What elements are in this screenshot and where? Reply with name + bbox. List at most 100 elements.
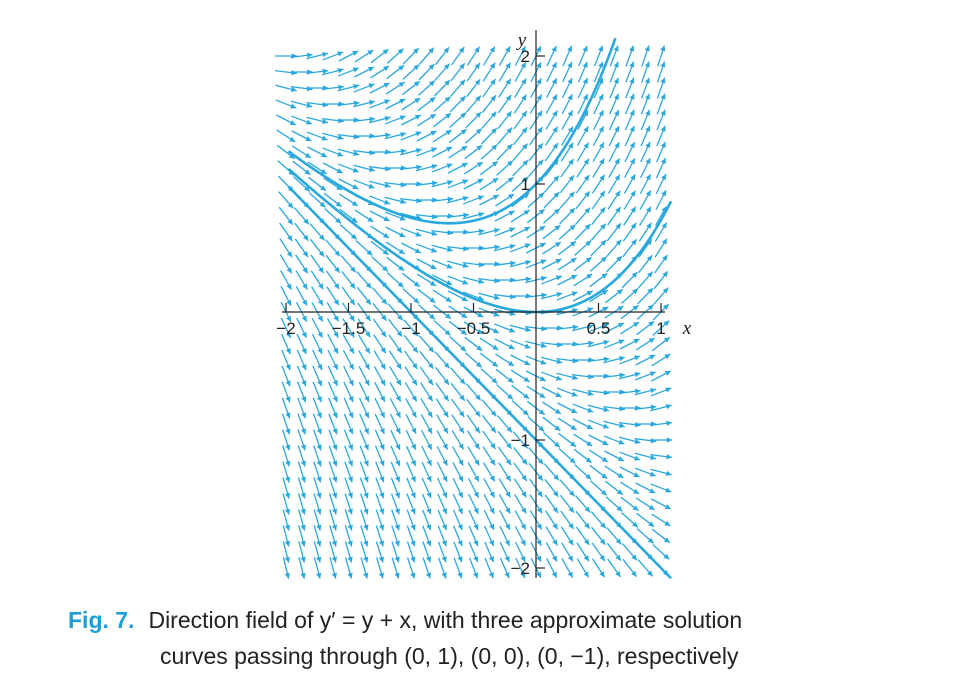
slope-arrow	[400, 147, 422, 156]
slope-arrow	[388, 318, 403, 338]
slope-arrow	[509, 259, 532, 268]
slope-arrow	[464, 128, 483, 144]
y-tick-label: 2	[521, 47, 530, 66]
slope-arrow	[437, 477, 448, 499]
slope-arrow	[370, 48, 389, 64]
slope-arrow	[650, 437, 672, 443]
slope-arrow	[514, 525, 527, 547]
slope-arrow	[578, 45, 588, 67]
slope-arrow	[344, 477, 353, 499]
slope-arrow	[275, 69, 297, 76]
slope-arrow	[295, 270, 308, 290]
slope-arrow	[655, 157, 667, 179]
slope-arrow	[391, 509, 400, 531]
slope-arrow	[313, 493, 322, 515]
slope-arrow	[513, 126, 528, 146]
slope-arrow	[338, 178, 359, 190]
slope-arrow	[281, 381, 291, 403]
slope-arrow	[589, 256, 608, 272]
slope-arrow	[297, 413, 307, 435]
y-axis-label: y	[516, 30, 527, 51]
slope-arrow	[282, 509, 291, 531]
slope-arrow	[636, 528, 655, 544]
solution-curve-1	[287, 37, 617, 225]
slope-arrow	[592, 158, 605, 178]
slope-arrow	[310, 270, 324, 290]
slope-arrow	[587, 404, 610, 413]
slope-arrow	[499, 541, 510, 563]
slope-arrow	[306, 51, 329, 60]
slope-arrow	[572, 418, 593, 430]
slope-arrow	[465, 383, 482, 401]
slope-arrow	[374, 429, 385, 451]
slope-arrow	[465, 111, 482, 129]
slope-arrow	[353, 179, 375, 189]
slope-arrow	[618, 388, 641, 395]
slope-arrow	[360, 557, 369, 579]
slope-arrow	[462, 211, 485, 220]
slope-arrow	[561, 126, 574, 146]
slope-arrow	[306, 68, 329, 75]
x-tick-label: −2	[276, 319, 295, 338]
slope-arrow	[641, 61, 650, 83]
slope-arrow	[557, 274, 578, 286]
slope-arrow	[295, 286, 308, 306]
slope-arrow	[421, 477, 432, 499]
slope-arrow	[308, 192, 326, 208]
slope-arrow	[422, 509, 432, 531]
slope-arrow	[640, 109, 651, 131]
slope-arrow	[575, 207, 591, 225]
slope-arrow	[343, 413, 354, 435]
slope-arrow	[309, 238, 325, 258]
slope-arrow	[589, 272, 608, 288]
slope-arrow	[353, 164, 375, 173]
slope-arrow	[607, 174, 621, 194]
slope-arrow	[313, 525, 322, 547]
slope-arrow	[562, 45, 573, 67]
slope-arrow	[604, 322, 625, 334]
slope-arrow	[622, 238, 638, 258]
slope-arrow	[656, 61, 666, 83]
slope-arrow	[650, 370, 672, 382]
slope-arrow	[591, 190, 606, 210]
slope-arrow	[360, 509, 369, 531]
slope-arrow	[497, 415, 513, 433]
slope-arrow	[339, 224, 358, 240]
slope-arrow	[606, 239, 622, 257]
slope-arrow	[353, 99, 375, 108]
slope-arrow	[607, 190, 621, 210]
slope-arrow	[462, 276, 485, 285]
slope-arrow	[419, 366, 434, 386]
slope-arrow	[421, 445, 433, 467]
slope-arrow	[322, 147, 344, 157]
slope-arrow	[634, 467, 656, 477]
slope-arrow	[652, 320, 670, 336]
slope-arrow	[391, 557, 400, 579]
slope-arrow	[344, 541, 353, 563]
slope-arrow	[385, 241, 405, 255]
slope-arrow	[384, 211, 406, 221]
slope-arrow	[467, 462, 480, 482]
slope-arrow	[603, 355, 625, 364]
slope-arrow	[313, 477, 322, 499]
slope-arrow	[497, 94, 512, 114]
slope-arrow	[359, 461, 369, 483]
slope-arrow	[449, 112, 467, 128]
slope-arrow	[403, 319, 419, 337]
slope-arrow	[561, 110, 574, 130]
slope-arrow	[290, 100, 313, 109]
slope-arrow	[511, 176, 530, 192]
slope-arrow	[275, 53, 297, 59]
slope-arrow	[575, 510, 591, 530]
slope-arrow	[515, 557, 526, 579]
slope-arrow	[480, 368, 498, 384]
slope-arrow	[509, 243, 531, 253]
slope-arrow	[313, 445, 322, 467]
slope-arrow	[389, 397, 402, 419]
slope-arrow	[497, 430, 513, 450]
slope-arrow	[608, 109, 620, 131]
slope-arrow	[391, 525, 400, 547]
slope-arrow	[634, 371, 656, 381]
slope-arrow	[468, 509, 479, 531]
slope-arrow	[467, 446, 480, 466]
